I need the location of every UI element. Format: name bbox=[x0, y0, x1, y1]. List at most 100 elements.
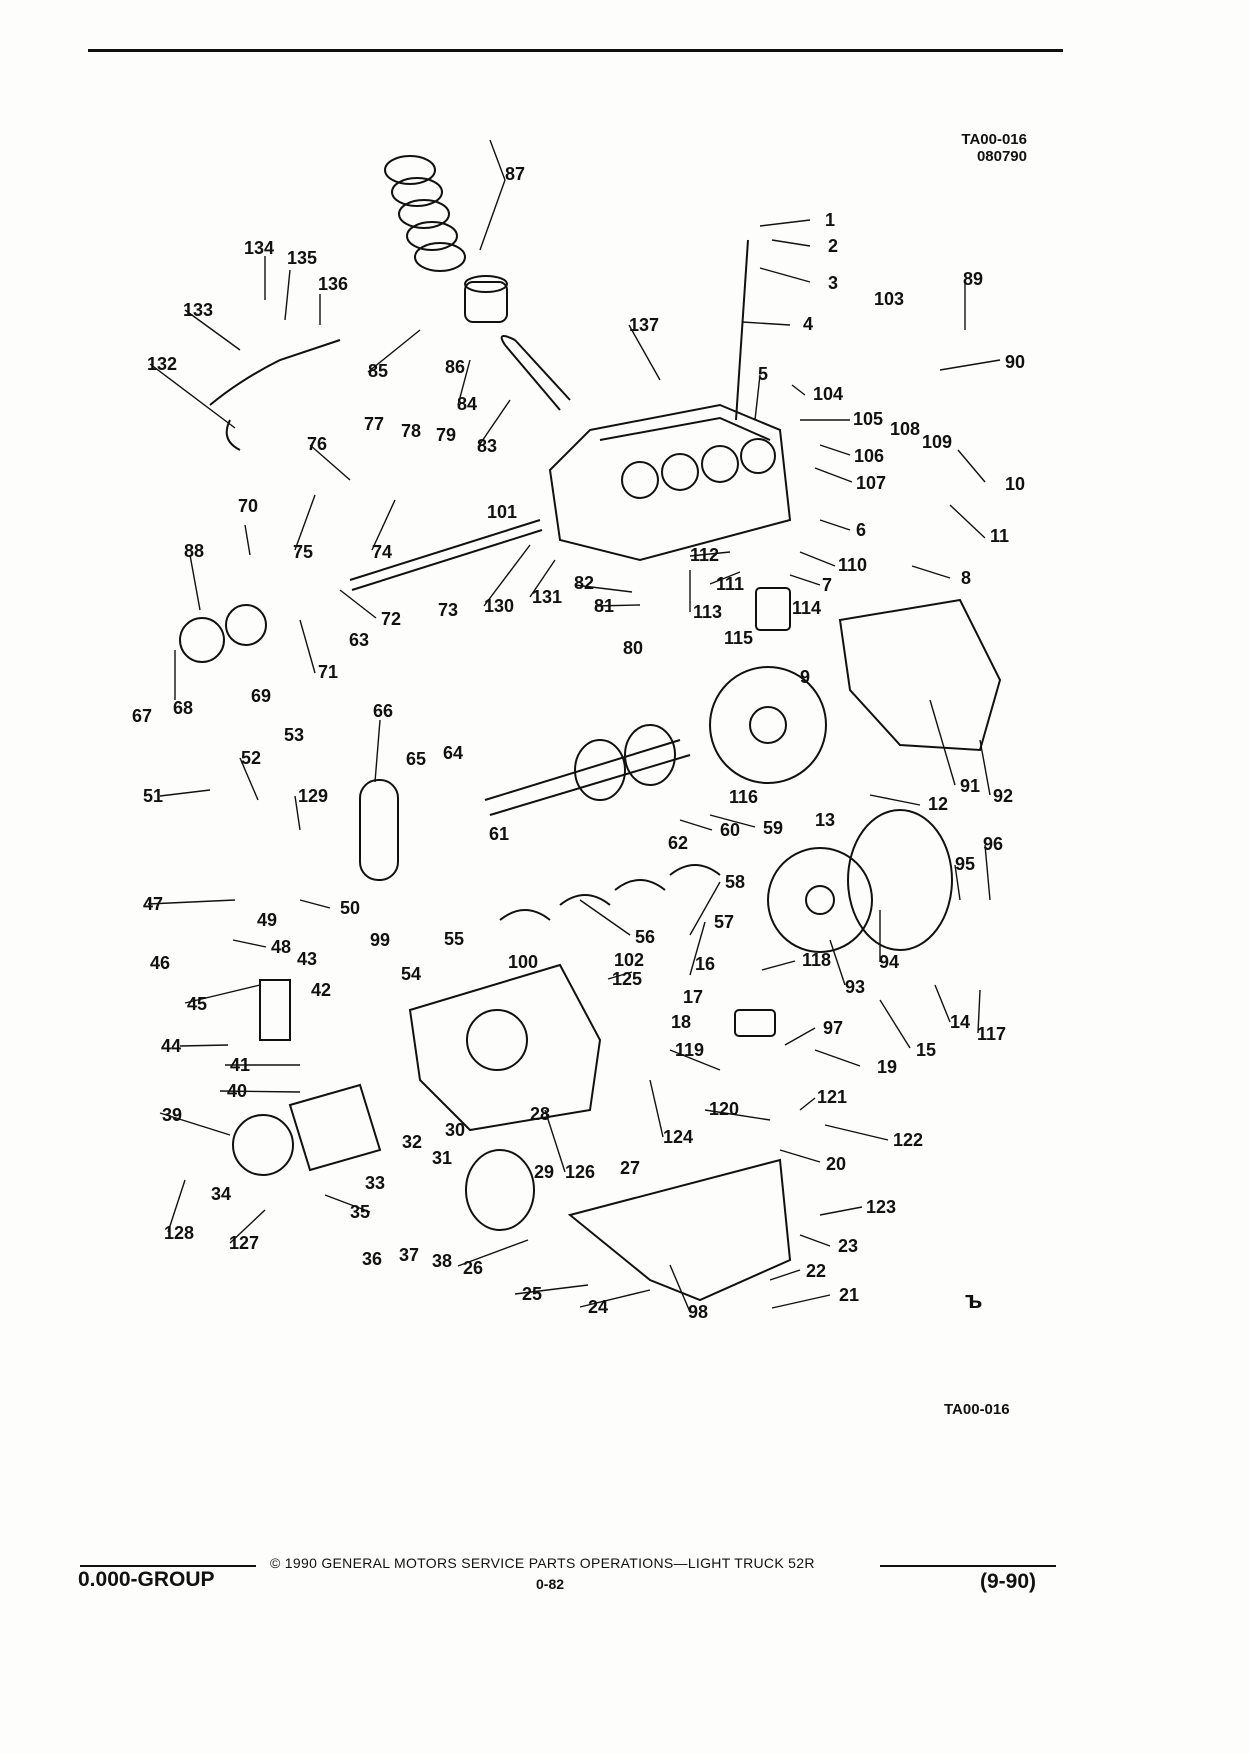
part-label-15: 15 bbox=[916, 1040, 936, 1060]
part-label-34: 34 bbox=[211, 1184, 231, 1204]
part-label-38: 38 bbox=[432, 1251, 452, 1271]
pressure-plate bbox=[847, 809, 953, 951]
leader-line bbox=[879, 999, 911, 1049]
part-label-16: 16 bbox=[695, 954, 715, 974]
part-label-24: 24 bbox=[588, 1297, 608, 1317]
part-label-124: 124 bbox=[663, 1127, 693, 1147]
leader-line bbox=[294, 494, 316, 551]
part-label-8: 8 bbox=[961, 568, 971, 588]
part-label-77: 77 bbox=[364, 414, 384, 434]
clutch-disc bbox=[767, 847, 873, 953]
leader-line bbox=[579, 1289, 651, 1308]
part-label-84: 84 bbox=[457, 394, 477, 414]
part-label-12: 12 bbox=[928, 794, 948, 814]
leader-line bbox=[689, 881, 721, 936]
part-label-60: 60 bbox=[720, 820, 740, 840]
part-label-105: 105 bbox=[853, 409, 883, 429]
leader-line bbox=[479, 179, 506, 251]
leader-line bbox=[949, 504, 986, 539]
footer-page-number: 0-82 bbox=[536, 1576, 565, 1592]
leader-line bbox=[984, 844, 991, 901]
leader-line bbox=[741, 321, 791, 326]
part-label-58: 58 bbox=[725, 872, 745, 892]
part-label-67: 67 bbox=[132, 706, 152, 726]
part-label-132: 132 bbox=[147, 354, 177, 374]
part-label-128: 128 bbox=[164, 1223, 194, 1243]
part-label-52: 52 bbox=[241, 748, 261, 768]
part-label-42: 42 bbox=[311, 980, 331, 1000]
leader-line bbox=[769, 1269, 801, 1281]
leader-line bbox=[147, 899, 236, 905]
part-label-107: 107 bbox=[856, 473, 886, 493]
leader-line bbox=[149, 363, 236, 429]
leader-line bbox=[229, 1209, 266, 1244]
part-label-57: 57 bbox=[714, 912, 734, 932]
leader-line bbox=[759, 219, 811, 227]
leader-line bbox=[457, 359, 471, 406]
leader-line bbox=[244, 524, 251, 556]
footer-group: 0.000-GROUP bbox=[78, 1568, 215, 1591]
part-label-72: 72 bbox=[381, 609, 401, 629]
part-label-75: 75 bbox=[293, 542, 313, 562]
leader-line bbox=[679, 819, 713, 831]
top-rule bbox=[88, 49, 1063, 52]
part-label-73: 73 bbox=[438, 600, 458, 620]
part-label-71: 71 bbox=[318, 662, 338, 682]
leader-line bbox=[529, 559, 556, 598]
part-label-27: 27 bbox=[620, 1158, 640, 1178]
leader-line bbox=[771, 1294, 831, 1309]
leader-line bbox=[954, 864, 961, 901]
oil-filter bbox=[755, 587, 791, 631]
part-label-117: 117 bbox=[977, 1024, 1006, 1044]
leader-line bbox=[784, 1027, 816, 1046]
part-label-82: 82 bbox=[574, 573, 594, 593]
part-label-1: 1 bbox=[825, 210, 835, 230]
part-label-33: 33 bbox=[365, 1173, 385, 1193]
part-label-80: 80 bbox=[623, 638, 643, 658]
part-label-118: 118 bbox=[802, 950, 831, 970]
part-label-20: 20 bbox=[826, 1154, 846, 1174]
leader-line bbox=[799, 551, 836, 567]
bearing-caps bbox=[499, 864, 721, 921]
part-label-70: 70 bbox=[238, 496, 258, 516]
leader-line bbox=[299, 619, 316, 674]
part-label-79: 79 bbox=[436, 425, 456, 445]
leader-line bbox=[934, 984, 951, 1023]
part-label-97: 97 bbox=[823, 1018, 843, 1038]
part-label-94: 94 bbox=[879, 952, 899, 972]
part-label-49: 49 bbox=[257, 910, 277, 930]
leader-line bbox=[324, 1194, 371, 1213]
part-label-122: 122 bbox=[893, 1130, 923, 1150]
part-label-69: 69 bbox=[251, 686, 271, 706]
leader-line bbox=[957, 449, 986, 483]
leader-line bbox=[799, 1097, 816, 1111]
part-label-29: 29 bbox=[534, 1162, 554, 1182]
leader-line bbox=[814, 1049, 861, 1067]
part-label-89: 89 bbox=[963, 269, 983, 289]
part-label-4: 4 bbox=[803, 314, 813, 334]
leader-line bbox=[649, 1079, 664, 1138]
engine-parts bbox=[179, 155, 1002, 1302]
part-label-133: 133 bbox=[183, 300, 213, 320]
part-label-50: 50 bbox=[340, 898, 360, 918]
figure-code-bottom: TA00-016 bbox=[944, 1401, 1010, 1418]
part-label-98: 98 bbox=[688, 1302, 708, 1322]
part-label-2: 2 bbox=[828, 236, 838, 256]
part-label-7: 7 bbox=[822, 575, 832, 595]
part-label-111: 111 bbox=[716, 574, 744, 594]
part-label-100: 100 bbox=[508, 952, 538, 972]
figure-code: TA00-016 bbox=[961, 131, 1027, 148]
part-label-74: 74 bbox=[372, 542, 392, 562]
leader-line bbox=[514, 1284, 589, 1295]
part-label-104: 104 bbox=[813, 384, 843, 404]
part-label-44: 44 bbox=[161, 1036, 181, 1056]
timing-chain bbox=[359, 779, 399, 881]
part-label-125: 125 bbox=[612, 969, 642, 989]
part-label-135: 135 bbox=[287, 248, 317, 268]
leader-line bbox=[771, 239, 811, 247]
piston bbox=[464, 275, 508, 323]
gm-mark: ъ bbox=[965, 1287, 983, 1314]
leader-line bbox=[179, 1044, 229, 1047]
leader-line bbox=[939, 359, 1001, 371]
part-label-102: 102 bbox=[614, 950, 644, 970]
